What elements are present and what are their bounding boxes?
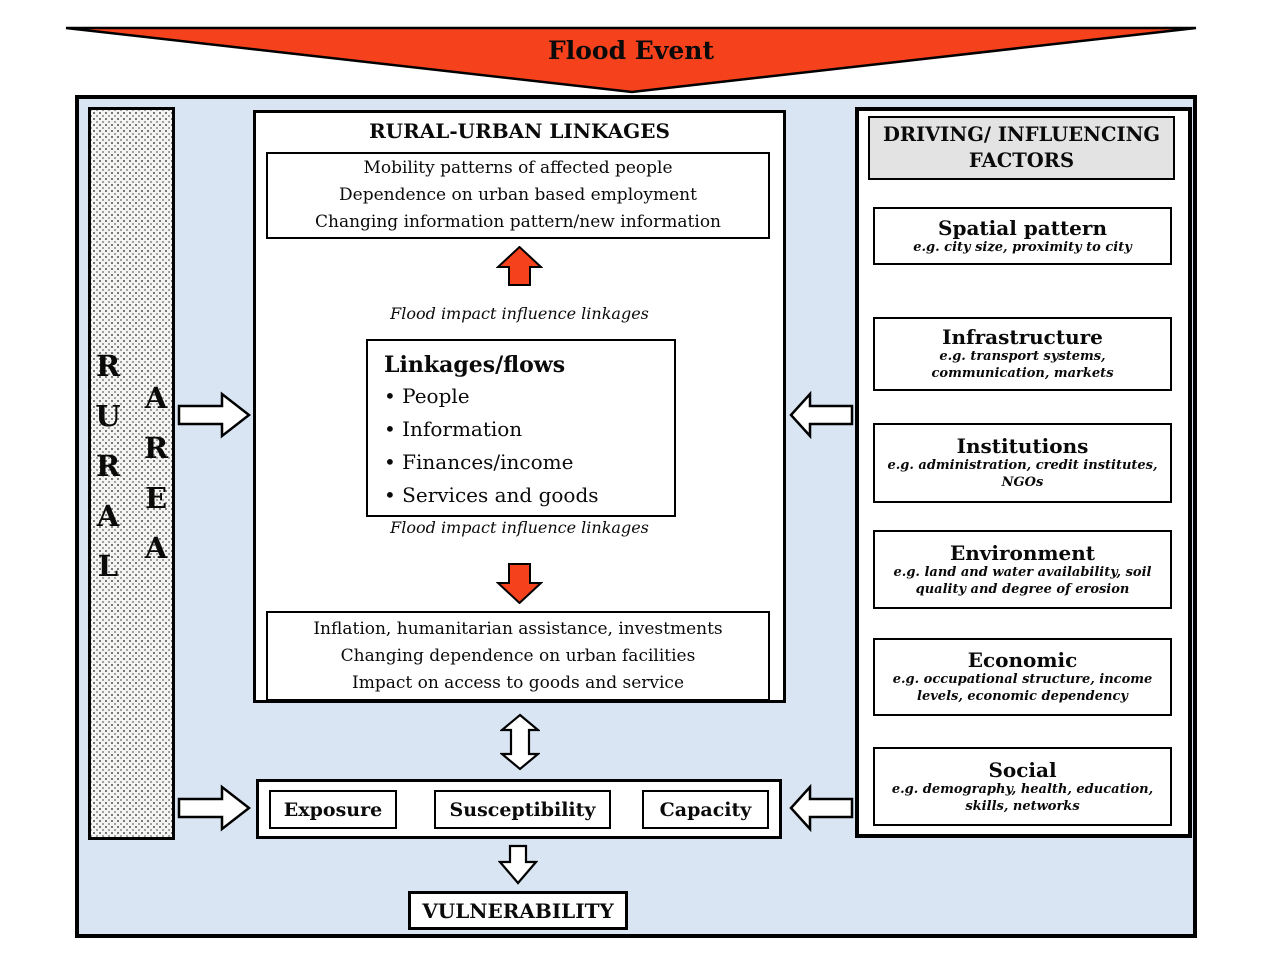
mobility-line: Dependence on urban based employment: [339, 185, 697, 205]
factor-title: Infrastructure: [942, 325, 1103, 350]
factor-examples: e.g. transport systems, communication, m…: [931, 349, 1114, 381]
rural-area-bar: [88, 107, 175, 840]
linkages-flows-box: Linkages/flows People Information Financ…: [366, 339, 676, 517]
mobility-line: Changing information pattern/new informa…: [315, 212, 721, 232]
rural-letter: U: [95, 399, 121, 433]
factor-title: Environment: [949, 540, 1096, 565]
vulnerability-label: VULNERABILITY: [422, 898, 614, 923]
rural-letter: L: [97, 549, 119, 583]
factor-examples: e.g. administration, credit institutes, …: [887, 458, 1158, 490]
impacts-box: Inflation, humanitarian assistance, inve…: [266, 611, 770, 701]
driving-factors-title: DRIVING/ INFLUENCING FACTORS: [882, 122, 1161, 172]
susceptibility-label: Susceptibility: [449, 798, 596, 821]
area-letter: E: [144, 481, 168, 515]
area-vertical-word: A R E A: [138, 384, 174, 563]
factor-box-infrastructure: Infrastructure e.g. transport systems, c…: [873, 317, 1172, 391]
rural-letter: A: [96, 499, 120, 533]
flood-impact-note-bottom: Flood impact influence linkages: [390, 518, 649, 537]
impact-line: Impact on access to goods and service: [351, 672, 685, 693]
factor-box-economic: Economic e.g. occupational structure, in…: [873, 638, 1172, 716]
rural-urban-linkages-title: RURAL-URBAN LINKAGES: [369, 119, 670, 143]
rural-letter: R: [95, 349, 121, 383]
factor-examples: e.g. land and water availability, soil q…: [893, 564, 1152, 597]
factor-title: Spatial pattern: [938, 215, 1107, 240]
factor-examples: e.g. demography, health, education, skil…: [891, 781, 1154, 814]
vulnerability-box: VULNERABILITY: [408, 891, 628, 930]
impact-line: Inflation, humanitarian assistance, inve…: [313, 618, 723, 639]
right-block-arrow-top-left-icon: [177, 391, 252, 439]
factor-examples: e.g. occupational structure, income leve…: [892, 672, 1153, 704]
factor-title: Social: [988, 757, 1057, 782]
factor-title: Economic: [967, 648, 1078, 673]
flow-item: Finances/income: [384, 446, 668, 479]
exposure-label: Exposure: [283, 798, 383, 821]
mobility-patterns-box: Mobility patterns of affected people Dep…: [266, 152, 770, 239]
factor-box-institutions: Institutions e.g. administration, credit…: [873, 423, 1172, 503]
left-block-arrow-bottom-right-icon: [789, 784, 854, 832]
flow-item: Services and goods: [384, 479, 668, 512]
flood-impact-note-top: Flood impact influence linkages: [390, 304, 649, 323]
flow-item: People: [384, 380, 668, 413]
exposure-box: Exposure: [269, 790, 397, 829]
factor-examples: e.g. city size, proximity to city: [913, 239, 1132, 255]
right-block-arrow-bottom-left-icon: [177, 784, 252, 832]
rural-letter: R: [95, 449, 121, 483]
mobility-line: Mobility patterns of affected people: [363, 158, 673, 178]
left-block-arrow-top-right-icon: [789, 391, 854, 439]
white-down-arrow-icon: [498, 844, 538, 885]
factor-box-spatial-pattern: Spatial pattern e.g. city size, proximit…: [873, 207, 1172, 265]
driving-factors-header: DRIVING/ INFLUENCING FACTORS: [868, 116, 1175, 180]
capacity-box: Capacity: [642, 790, 769, 829]
double-headed-vertical-arrow-icon: [500, 713, 540, 771]
factor-box-environment: Environment e.g. land and water availabi…: [873, 530, 1172, 609]
flood-event-label: Flood Event: [548, 36, 714, 65]
area-letter: A: [144, 531, 168, 565]
factor-title: Institutions: [956, 434, 1089, 459]
linkages-flows-title: Linkages/flows: [384, 352, 566, 378]
impact-line: Changing dependence on urban facilities: [340, 645, 696, 666]
area-letter: A: [144, 381, 168, 415]
flow-item: Information: [384, 413, 668, 446]
rural-vertical-word: R U R A L: [90, 352, 126, 581]
susceptibility-box: Susceptibility: [434, 790, 611, 829]
flood-event-triangle: [65, 26, 1197, 94]
factor-box-social: Social e.g. demography, health, educatio…: [873, 747, 1172, 826]
area-letter: R: [143, 431, 169, 465]
red-down-arrow-icon: [496, 563, 543, 604]
capacity-label: Capacity: [659, 798, 752, 821]
red-up-arrow-icon: [496, 246, 543, 286]
